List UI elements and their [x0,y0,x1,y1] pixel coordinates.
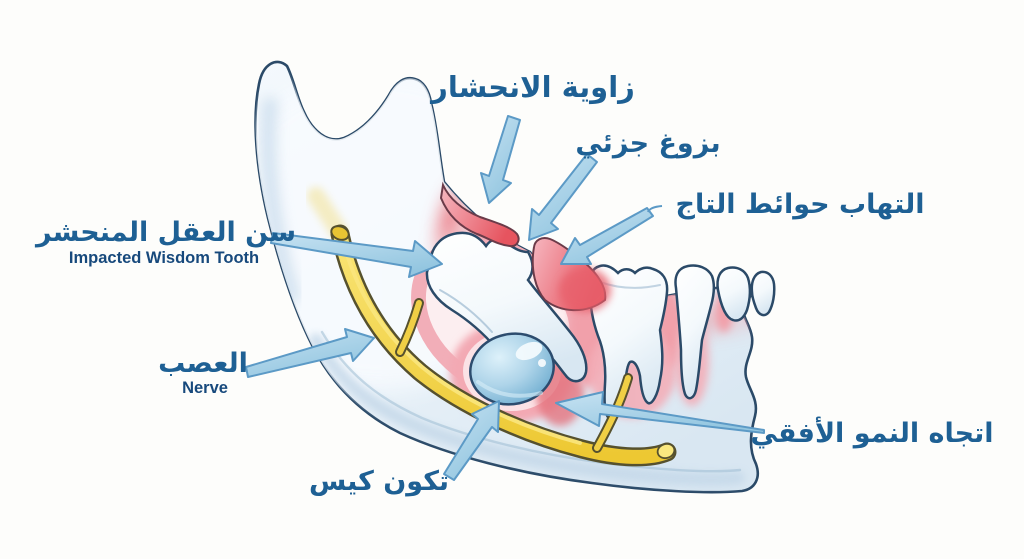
arrow-impacted-tooth [270,232,443,278]
arrow-horizontal-growth [555,391,765,434]
label-impaction-angle: زاوية الانحشار [429,70,635,104]
label-partial-eruption: بزوغ جزئي [575,128,720,159]
label-cyst-formation: تكون كيس [309,466,449,497]
label-impacted-tooth-english: Impacted Wisdom Tooth [69,249,259,267]
callout-arrows [245,115,765,481]
second-premolar-shape [716,266,752,322]
nerve-canal-shape [307,187,677,467]
inflamed-gum-flaps [439,181,611,312]
label-impacted-tooth-arabic: سن العقل المنحشر [34,217,296,248]
pericoronitis-connector-line [647,205,663,213]
arrow-pericoronitis [560,207,654,265]
label-nerve-arabic: العصب [158,348,248,379]
arrow-partial-eruption [528,153,598,241]
cyst-shape [469,332,555,406]
label-pericoronitis: التهاب حوائط التاج [675,189,924,220]
arrow-cyst-formation [443,400,500,481]
canine-shape [750,270,776,317]
arrow-nerve [245,328,375,378]
label-horizontal-growth: اتجاه النمو الأفقي [751,416,994,449]
labels-arabic: زاوية الانحشار بزوغ جزئي التهاب حوائط ال… [34,70,994,497]
label-nerve-english: Nerve [182,379,228,397]
labels-english: Impacted Wisdom Tooth Nerve [69,249,259,397]
premolar-shape [674,264,716,400]
arrow-impaction-angle [480,115,521,204]
